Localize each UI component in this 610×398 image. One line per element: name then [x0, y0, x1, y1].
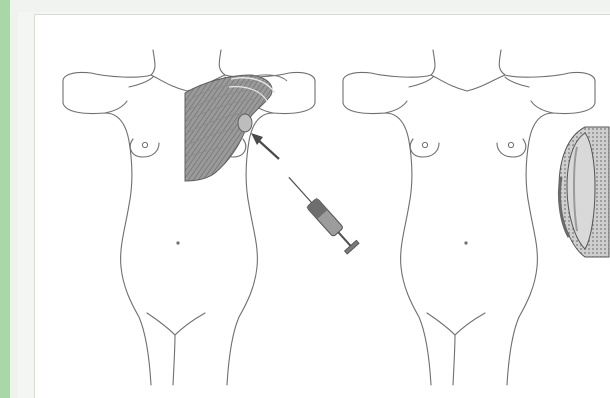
implant-icon [559, 127, 609, 257]
dissection-region [185, 75, 287, 181]
top-strip [10, 0, 610, 12]
syringe-icon [283, 172, 359, 254]
left-margin [10, 0, 18, 398]
left-accent-bar [0, 0, 10, 398]
arrow-icon [251, 133, 279, 159]
right-torso [343, 50, 595, 385]
figure-panel [34, 14, 610, 398]
medical-illustration [35, 15, 610, 398]
